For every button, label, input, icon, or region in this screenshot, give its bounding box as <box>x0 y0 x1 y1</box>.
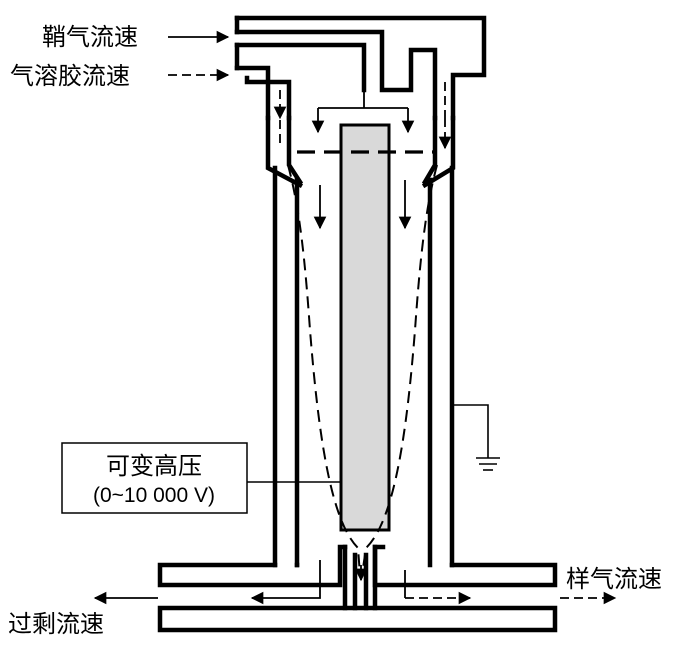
bottom-right-upper-wall <box>372 544 558 588</box>
aerosol-inner-wall <box>244 75 292 121</box>
central-electrode <box>339 123 391 532</box>
aerosol-flow-label: 气溶胶流速 <box>10 62 130 90</box>
excess-pipe <box>157 605 558 633</box>
excess-flow-label: 过剩流速 <box>8 610 104 638</box>
bottom-left-upper-wall <box>157 544 348 588</box>
right-inner-cone <box>421 115 438 186</box>
aerosol-inlet-top-wall <box>234 42 367 93</box>
high-voltage-title: 可变高压 <box>106 452 202 480</box>
housing-walls <box>157 15 558 633</box>
ground-icon <box>452 404 500 471</box>
high-voltage-range: (0~10 000 V) <box>93 484 215 507</box>
sheath-flow-label: 鞘气流速 <box>42 23 138 51</box>
sample-flow-label: 样气流速 <box>566 565 662 593</box>
high-voltage-box <box>61 442 248 514</box>
aerosol-inlet-bottom-wall <box>234 65 271 121</box>
sheath-inlet-bottom-wall <box>234 29 438 121</box>
left-outer-cone <box>265 115 304 189</box>
sheath-inlet-top-wall <box>234 15 487 121</box>
excess-flow-arrow-inner <box>250 560 321 605</box>
